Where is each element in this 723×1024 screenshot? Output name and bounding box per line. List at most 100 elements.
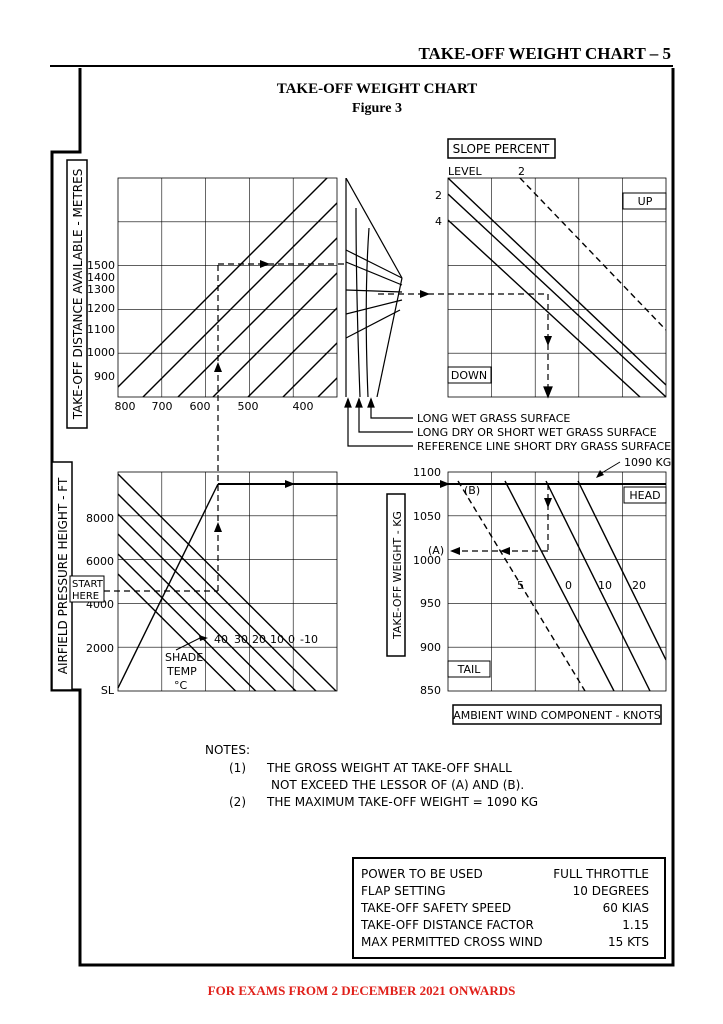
temp-labels: SHADE TEMP °C 40 30 20 10 0 -10: [165, 633, 318, 692]
point-a-label: (A): [428, 544, 444, 557]
shade-temp-label: SHADE TEMP °C: [165, 651, 207, 692]
notes-heading: NOTES:: [205, 743, 250, 757]
point-b-label: (B): [464, 484, 480, 497]
slope-labels: LEVEL 2 2 4 UP DOWN: [435, 165, 653, 382]
pressure-panel: [117, 471, 338, 692]
slope-up-label: UP: [638, 195, 653, 208]
temperature-curve: [118, 573, 237, 691]
weight-axis-label: TAKE-OFF WEIGHT - KG: [391, 511, 404, 640]
cond-label: POWER TO BE USED: [361, 867, 483, 881]
press-tick: 6000: [86, 555, 114, 568]
weight-tick: 950: [420, 597, 441, 610]
temp-20: 20: [252, 633, 266, 646]
max-weight-label: 1090 KG: [624, 456, 671, 469]
dist-tick: 1200: [87, 302, 115, 315]
pressure-axis-label: AIRFIELD PRESSURE HEIGHT - FT: [56, 477, 70, 674]
distance-panel: [117, 157, 628, 398]
slope-left-4-label: 4: [435, 215, 442, 228]
temperature-curve: [118, 493, 317, 691]
slope-down-label: DOWN: [451, 369, 487, 382]
start-here-label: START HERE: [72, 579, 106, 602]
start-here-box: START HERE: [69, 575, 106, 603]
note-1-line1: THE GROSS WEIGHT AT TAKE-OFF SHALL: [266, 761, 512, 775]
wind-0: 0: [565, 579, 572, 592]
slope-panel: [447, 177, 667, 398]
path-arrows: [214, 260, 552, 555]
weight-panel: [447, 471, 667, 692]
distance-x-ticks: 800 700 600 500 400: [115, 400, 314, 413]
wind-20: 20: [632, 579, 646, 592]
press-tick: SL: [101, 684, 115, 697]
pressure-y-ticks: 8000 6000 4000 2000 SL: [86, 512, 115, 697]
dist-x-tick: 500: [238, 400, 259, 413]
dist-x-tick: 700: [152, 400, 173, 413]
weight-tick: 1100: [413, 466, 441, 479]
dist-tick: 900: [94, 370, 115, 383]
wind-5: 5: [517, 579, 524, 592]
page-frame: [50, 68, 675, 967]
cond-value: 10 DEGREES: [573, 884, 649, 898]
distance-curve: [282, 342, 337, 397]
slope-exit-marks: [543, 386, 553, 399]
temp-10: 10: [270, 633, 284, 646]
surface-legend: LONG WET GRASS SURFACE LONG DRY OR SHORT…: [417, 412, 671, 453]
slope-level-label: LEVEL: [448, 165, 483, 178]
notes: NOTES: (1) THE GROSS WEIGHT AT TAKE-OFF …: [205, 743, 538, 809]
surface-pointers: [344, 397, 413, 447]
dist-tick: 1000: [87, 346, 115, 359]
cond-value: 60 KIAS: [603, 901, 649, 915]
distance-curve: [388, 157, 628, 397]
slope-left-2-label: 2: [435, 189, 442, 202]
distance-axis-label: TAKE-OFF DISTANCE AVAILABLE - METRES: [71, 169, 85, 421]
note-1-line2: NOT EXCEED THE LESSOR OF (A) AND (B).: [271, 778, 524, 792]
weight-tick: 1050: [413, 510, 441, 523]
note-2-num: (2): [229, 795, 246, 809]
dist-x-tick: 400: [293, 400, 314, 413]
surface-panel: [345, 178, 403, 397]
pressure-axis-label-box: AIRFIELD PRESSURE HEIGHT - FT: [51, 461, 73, 691]
wind-axis-label: AMBIENT WIND COMPONENT - KNOTS: [453, 709, 661, 722]
distance-y-ticks: 1500 1400 1300 1200 1100 1000 900: [87, 259, 115, 383]
distance-curve: [212, 272, 337, 397]
cond-value: FULL THROTTLE: [553, 867, 649, 881]
distance-axis-label-box: TAKE-OFF DISTANCE AVAILABLE - METRES: [66, 159, 88, 429]
weight-axis-label-box: TAKE-OFF WEIGHT - KG: [386, 493, 406, 657]
dist-tick: 1500: [87, 259, 115, 272]
surface-label-dry: LONG DRY OR SHORT WET GRASS SURFACE: [417, 426, 657, 439]
temperature-curve: [118, 473, 337, 691]
dist-tick: 1100: [87, 323, 115, 336]
cond-label: MAX PERMITTED CROSS WIND: [361, 935, 543, 949]
weight-labels: 1090 KG (B) (A) HEAD TAIL 5 0 10 20: [428, 456, 671, 676]
dist-tick: 1300: [87, 283, 115, 296]
tail-label: TAIL: [457, 663, 482, 676]
temperature-curve: [118, 513, 297, 691]
note-2-line1: THE MAXIMUM TAKE-OFF WEIGHT = 1090 KG: [266, 795, 538, 809]
temp-40: 40: [214, 633, 228, 646]
weight-tick: 1000: [413, 554, 441, 567]
cond-value: 15 KTS: [608, 935, 649, 949]
distance-curve: [142, 202, 337, 397]
temp-30: 30: [234, 633, 248, 646]
distance-curve: [353, 157, 593, 397]
press-tick: 8000: [86, 512, 114, 525]
surface-label-ref: REFERENCE LINE SHORT DRY GRASS SURFACE: [417, 440, 671, 453]
dist-x-tick: 600: [190, 400, 211, 413]
temp-0: 0: [288, 633, 295, 646]
temperature-curve: [118, 533, 277, 691]
slope-title: SLOPE PERCENT: [453, 142, 550, 156]
cond-label: TAKE-OFF DISTANCE FACTOR: [360, 918, 534, 932]
chart-subtitle: Figure 3: [352, 101, 402, 116]
slope-top-2-label: 2: [518, 165, 525, 178]
dist-x-tick: 800: [115, 400, 136, 413]
wind-10: 10: [598, 579, 612, 592]
cond-value: 1.15: [622, 918, 649, 932]
cond-label: FLAP SETTING: [361, 884, 446, 898]
press-tick: 2000: [86, 642, 114, 655]
weight-y-ticks: 1100 1050 1000 950 900 850: [413, 466, 441, 697]
dist-tick: 1400: [87, 271, 115, 284]
cond-label: TAKE-OFF SAFETY SPEED: [360, 901, 511, 915]
distance-curve: [118, 178, 328, 388]
temperature-curve: [118, 553, 257, 691]
weight-tick: 850: [420, 684, 441, 697]
